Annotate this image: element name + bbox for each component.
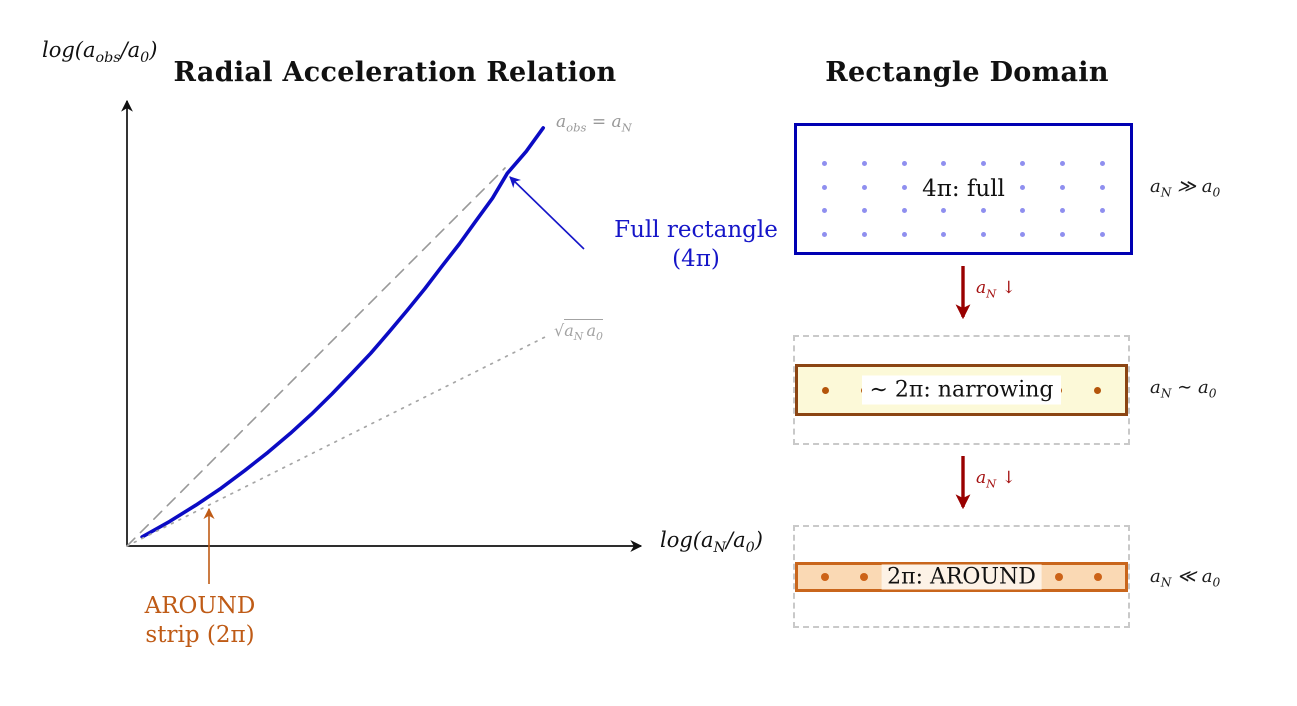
dot: [1020, 231, 1026, 237]
x-axis-label: log(aN/a0): [660, 528, 763, 557]
around-strip-annotation-line2: strip (2π): [145, 621, 255, 648]
dot: [1060, 208, 1066, 214]
dot: [1099, 208, 1105, 214]
an-decrease-label-1: aN ↓: [976, 278, 1016, 301]
plot-series-group: [126, 126, 546, 547]
deep-mond-limit-sqrt-a-n-a-0: [126, 336, 546, 547]
around-strip-annotation: AROUND strip (2π): [100, 592, 300, 650]
dot: [861, 184, 867, 190]
dot: [1099, 161, 1105, 167]
dot: [901, 161, 907, 167]
y-axis-label: log(aobs/a0): [42, 38, 158, 67]
dot: [1060, 231, 1066, 237]
around-strip-label: 2π: AROUND: [881, 564, 1042, 589]
full-rectangle-box: 4π: full: [794, 123, 1133, 255]
dot: [822, 208, 828, 214]
dot: [1060, 184, 1066, 190]
dot: [860, 572, 869, 581]
around-outer-dashed-box: 2π: AROUND: [793, 525, 1130, 628]
full-rectangle-annotation-line1: Full rectangle: [614, 217, 778, 243]
dot: [1060, 161, 1066, 167]
narrowing-strip: ∼ 2π: narrowing: [795, 364, 1128, 416]
regime-label-low: aN ≪ a0: [1150, 566, 1221, 590]
dot: [1099, 184, 1105, 190]
dot: [1094, 386, 1102, 394]
dot: [941, 208, 947, 214]
full-box-label: 4π: full: [912, 175, 1015, 203]
dot: [980, 161, 986, 167]
dot: [1099, 231, 1105, 237]
dot: [980, 208, 986, 214]
left-panel-title: Radial Acceleration Relation: [173, 57, 617, 88]
narrow-outer-dashed-box: ∼ 2π: narrowing: [793, 335, 1130, 445]
full-rectangle-annotation: Full rectangle (4π): [598, 216, 794, 274]
dot: [822, 184, 828, 190]
radical-sign: √: [554, 321, 565, 340]
narrow-strip-label: ∼ 2π: narrowing: [861, 375, 1062, 405]
sqrt-anao-line-label: √aN a0: [554, 319, 603, 344]
dot: [941, 231, 947, 237]
full-rectangle-annotation-arrow: [509, 176, 585, 250]
dot: [901, 208, 907, 214]
radicand: aN a0: [564, 319, 603, 344]
dot: [822, 231, 828, 237]
newtonian-limit-a-obs-a-n: [126, 167, 506, 547]
dot: [821, 386, 829, 394]
dot: [901, 231, 907, 237]
dot: [941, 161, 947, 167]
right-panel-title: Rectangle Domain: [825, 57, 1109, 88]
around-strip-annotation-line1: AROUND: [144, 593, 256, 619]
regime-label-high: aN ≫ a0: [1150, 176, 1221, 200]
dot: [980, 231, 986, 237]
dot: [821, 572, 830, 581]
around-strip: 2π: AROUND: [795, 561, 1128, 592]
rar-curve: [140, 126, 546, 539]
dot: [861, 231, 867, 237]
dot: [822, 161, 828, 167]
newtonian-line-label: aobs = aN: [556, 112, 632, 135]
dot: [901, 184, 907, 190]
dot: [1020, 184, 1026, 190]
dot: [1020, 208, 1026, 214]
dot: [1020, 161, 1026, 167]
regime-label-mid: aN ∼ a0: [1150, 377, 1217, 401]
dot: [861, 161, 867, 167]
an-decrease-label-2: aN ↓: [976, 468, 1016, 491]
full-rectangle-annotation-line2: (4π): [672, 245, 720, 272]
dot: [861, 208, 867, 214]
full-box-dot-grid: [805, 152, 1122, 246]
dot: [1093, 572, 1102, 581]
dot: [1054, 572, 1063, 581]
